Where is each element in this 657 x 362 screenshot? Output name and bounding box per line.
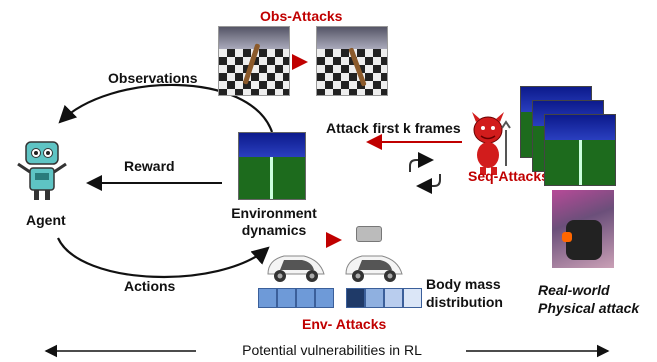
environment-label-1: Environment xyxy=(231,205,317,221)
environment-image xyxy=(238,132,306,200)
obs-image-clean xyxy=(218,26,290,96)
robot-icon xyxy=(14,138,70,204)
seq-attacks-title: Seq-Attacks xyxy=(468,168,549,184)
obs-image-attacked xyxy=(316,26,388,96)
self-driving-car-icon-modified xyxy=(340,246,406,286)
devil-icon xyxy=(462,110,520,176)
observations-label: Observations xyxy=(108,70,198,86)
footer-caption: Potential vulnerabilities in RL xyxy=(242,342,422,358)
mass-block xyxy=(356,226,382,242)
obs-attacks-title: Obs-Attacks xyxy=(260,8,343,24)
cycle-arrows-icon xyxy=(409,152,441,194)
env-attacks-title: Env- Attacks xyxy=(302,316,387,332)
reward-label: Reward xyxy=(124,158,175,174)
environment-label-2: dynamics xyxy=(241,222,307,238)
agent-label: Agent xyxy=(26,212,66,228)
attack-frames-label: Attack first k frames xyxy=(326,120,461,136)
real-world-label-1: Real-world xyxy=(538,282,610,298)
body-mass-label-2: distribution xyxy=(426,294,503,310)
real-world-photo xyxy=(552,190,614,268)
self-driving-car-icon xyxy=(262,246,328,286)
mass-bar-clean xyxy=(258,288,334,308)
observations-arrow xyxy=(58,83,274,133)
actions-label: Actions xyxy=(124,278,176,294)
real-world-label-2: Physical attack xyxy=(538,300,640,316)
actions-arrow xyxy=(57,237,270,279)
body-mass-label-1: Body mass xyxy=(426,276,501,292)
seq-frame-3 xyxy=(544,114,616,186)
mass-bar-attacked xyxy=(346,288,422,308)
